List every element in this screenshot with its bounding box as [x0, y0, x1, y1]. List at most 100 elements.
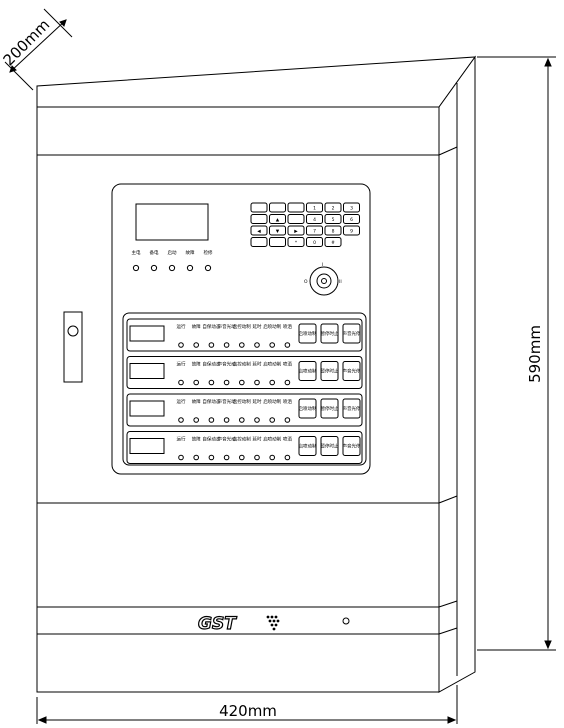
- keypad-key-label: 6: [350, 217, 353, 223]
- width-dimension-label: 420mm: [219, 702, 277, 720]
- module-indicator-label: 故障: [192, 361, 201, 368]
- module-indicator-label: 启喷动制: [263, 323, 281, 330]
- module-led: [223, 342, 230, 348]
- keypad-key-label: 4: [313, 217, 316, 223]
- brand-logo: GST: [197, 613, 280, 635]
- module-frame: [126, 431, 363, 464]
- keypad-key[interactable]: 0: [306, 237, 323, 247]
- keypad-key[interactable]: [250, 214, 268, 224]
- keypad-key[interactable]: ◀: [250, 225, 268, 236]
- top-face: [36, 56, 477, 108]
- module-led: [239, 417, 245, 423]
- module-led: [254, 417, 260, 423]
- lock-keyhole: [67, 325, 79, 337]
- module-led: [223, 417, 230, 423]
- module-button[interactable]: 声音光停: [342, 323, 361, 344]
- module-led: [178, 417, 184, 423]
- module-button[interactable]: 暂停时止: [320, 398, 339, 419]
- module-button-label: 启喷动制: [299, 368, 317, 375]
- module-button[interactable]: 暂停时止: [320, 361, 339, 381]
- module-led: [193, 342, 199, 348]
- module-frame: [126, 356, 363, 389]
- module-button[interactable]: 声音光停: [342, 398, 361, 419]
- module-indicator-label: 喷洒: [283, 436, 292, 443]
- module-led: [239, 454, 245, 461]
- keypad-key[interactable]: ▶: [287, 225, 305, 236]
- status-led: [186, 264, 194, 272]
- status-indicator: 主电: [132, 249, 141, 272]
- keypad-key-label: #: [331, 240, 335, 246]
- module-button[interactable]: 暂停时止: [320, 436, 339, 456]
- door-lock: [63, 311, 83, 383]
- keypad-key[interactable]: *: [287, 237, 305, 247]
- module-led: [178, 342, 184, 348]
- keypad-key-label: 8: [332, 229, 335, 235]
- keypad-key[interactable]: [287, 214, 305, 224]
- module-indicator-label: 自保动态: [202, 436, 220, 443]
- module-led: [193, 379, 199, 386]
- module-display: [129, 438, 165, 454]
- keypad-key[interactable]: 1: [306, 202, 323, 213]
- module-button-label: 声音光停: [343, 368, 361, 375]
- brand-logo-text: GST: [198, 614, 237, 634]
- module-button[interactable]: 启喷动制: [298, 398, 317, 419]
- keypad-key[interactable]: 8: [324, 225, 342, 236]
- keypad-key[interactable]: [250, 202, 268, 213]
- module-led: [269, 342, 276, 348]
- module-indicator-label: 故障: [192, 398, 201, 405]
- module-button[interactable]: 启喷动制: [298, 323, 317, 344]
- keypad-key[interactable]: [269, 202, 286, 213]
- keypad-key[interactable]: [287, 202, 305, 213]
- module-led: [193, 417, 199, 423]
- module-button[interactable]: 启喷动制: [298, 436, 317, 456]
- height-dimension-label: 590mm: [526, 325, 544, 383]
- keypad-key[interactable]: 3: [343, 202, 360, 213]
- module-indicator-label: 启控动制: [233, 323, 251, 330]
- keypad-key[interactable]: [269, 237, 286, 247]
- keypad-key[interactable]: 7: [306, 225, 323, 236]
- module-button[interactable]: 暂停时止: [320, 323, 339, 344]
- keypad-key[interactable]: [250, 237, 268, 247]
- status-led: [204, 264, 212, 272]
- module-indicator-label: 自保动态: [202, 361, 220, 368]
- module-indicator-label: 延时: [253, 323, 262, 330]
- module-led: [208, 379, 215, 386]
- module-led: [284, 379, 291, 386]
- status-indicator: 启动: [168, 249, 177, 272]
- module-indicator-label: 喷洒: [283, 361, 292, 368]
- module-button-label: 启喷动制: [299, 443, 317, 450]
- module-display: [129, 400, 165, 417]
- keypad-key[interactable]: 9: [343, 225, 360, 236]
- cabinet-body: [36, 55, 477, 693]
- keypad-key-label: 1: [313, 206, 316, 212]
- panel-frame: [111, 183, 371, 475]
- module-indicator-label: 启控动制: [233, 361, 251, 368]
- depth-dim-line: [9, 19, 67, 73]
- module-button[interactable]: 声音光停: [342, 436, 361, 456]
- key-switch[interactable]: [309, 266, 339, 296]
- module-indicator-label: 声音光动: [218, 398, 236, 405]
- keypad-key[interactable]: ▼: [269, 225, 286, 236]
- module-led: [254, 342, 260, 348]
- module-indicator-label: 喷洒: [283, 323, 292, 330]
- module-button[interactable]: 声音光停: [342, 361, 361, 381]
- keypad-key-label: 0: [313, 240, 316, 246]
- module-indicator-label: 自保动态: [202, 398, 220, 405]
- keypad-key[interactable]: 4: [306, 214, 323, 224]
- module-led: [223, 379, 230, 386]
- keypad-key[interactable]: 2: [324, 202, 342, 213]
- module-button-label: 启喷动制: [299, 405, 317, 412]
- loop-module: 运行故障自保动态声音光动启控动制延时启喷动制喷洒启喷动制暂停时止声音光停: [126, 356, 363, 389]
- module-indicator-label: 运行: [177, 361, 186, 368]
- keypad-key[interactable]: 5: [324, 214, 342, 224]
- module-frame: [126, 393, 363, 427]
- modules: 运行故障自保动态声音光动启控动制延时启喷动制喷洒启喷动制暂停时止声音光停运行故障…: [126, 318, 363, 464]
- module-button[interactable]: 启喷动制: [298, 361, 317, 381]
- keypad-key[interactable]: #: [324, 237, 342, 247]
- keypad-key[interactable]: 6: [343, 214, 360, 224]
- keypad-key[interactable]: ▲: [269, 214, 286, 224]
- loop-module: 运行故障自保动态声音光动启控动制延时启喷动制喷洒启喷动制暂停时止声音光停: [126, 393, 363, 427]
- key-mark-top: I: [322, 262, 323, 268]
